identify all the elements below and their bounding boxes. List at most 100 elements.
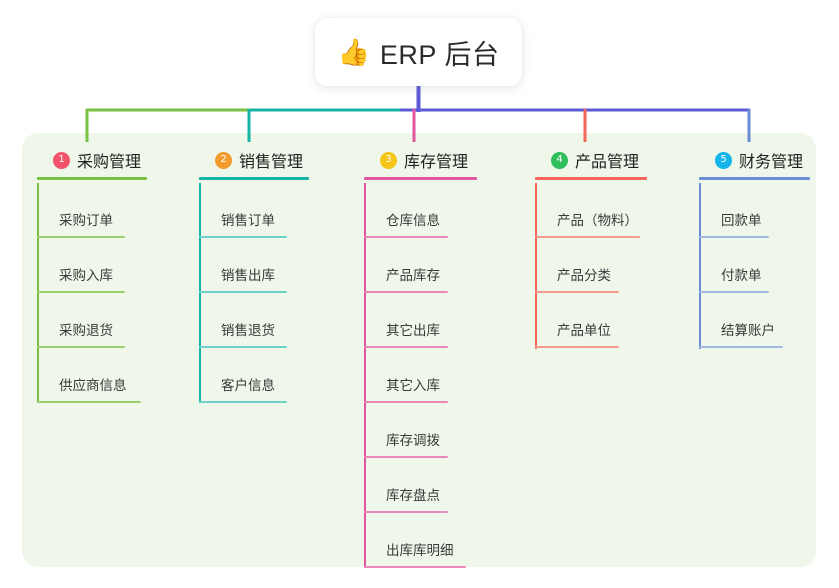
item-rule: [364, 401, 448, 403]
branch-badge-3: 3: [380, 151, 397, 169]
root-node-content: 👍 ERP 后台: [338, 33, 500, 72]
branch-rule-1: [37, 177, 147, 180]
item-label: 其它入库: [386, 378, 440, 393]
branch-title-2: 销售管理: [239, 154, 304, 171]
list-item[interactable]: 客户信息: [199, 348, 349, 403]
item-label: 出库库明细: [386, 543, 454, 558]
branch-spine-3: [364, 183, 366, 568]
branch-column-2: 2 销售管理 销售订单 销售出库 销售退货 客户信息: [199, 143, 349, 403]
item-rule: [199, 291, 287, 293]
item-rule: [535, 236, 640, 238]
item-rule: [364, 236, 448, 238]
branch-header-2[interactable]: 2 销售管理: [199, 143, 349, 177]
branch-rule-4: [535, 177, 647, 180]
branch-spine-5: [699, 183, 701, 349]
item-label: 库存调拨: [386, 433, 440, 448]
item-label: 销售订单: [221, 213, 275, 228]
item-rule: [699, 346, 783, 348]
item-label: 回款单: [721, 213, 762, 228]
item-label: 仓库信息: [386, 213, 440, 228]
root-node[interactable]: 👍 ERP 后台: [315, 18, 522, 86]
branch-rule-5: [699, 177, 810, 180]
branch-title-4: 产品管理: [575, 154, 640, 171]
item-rule: [37, 401, 141, 403]
list-item[interactable]: 出库库明细: [364, 513, 524, 568]
branch-badge-2: 2: [215, 151, 232, 169]
branch-title-1: 采购管理: [77, 154, 142, 171]
list-item[interactable]: 其它出库: [364, 293, 524, 348]
branch-items-2: 销售订单 销售出库 销售退货 客户信息: [199, 183, 349, 403]
branch-items-3: 仓库信息 产品库存 其它出库 其它入库 库存调拨 库存盘点: [364, 183, 524, 568]
item-rule: [37, 346, 125, 348]
item-label: 销售出库: [221, 268, 275, 283]
list-item[interactable]: 回款单: [699, 183, 839, 238]
branch-spine-1: [37, 183, 39, 403]
branch-badge-5: 5: [715, 151, 732, 169]
branch-title-5: 财务管理: [739, 154, 804, 171]
item-rule: [364, 511, 448, 513]
list-item[interactable]: 供应商信息: [37, 348, 187, 403]
item-rule: [199, 401, 287, 403]
branch-header-5[interactable]: 5 财务管理: [699, 143, 839, 177]
item-label: 其它出库: [386, 323, 440, 338]
item-label: 采购订单: [59, 213, 113, 228]
branch-column-1: 1 采购管理 采购订单 采购入库 采购退货 供应商信息: [37, 143, 187, 403]
item-label: 付款单: [721, 268, 762, 283]
list-item[interactable]: 库存调拨: [364, 403, 524, 458]
branch-column-4: 4 产品管理 产品（物料） 产品分类 产品单位: [535, 143, 705, 349]
list-item[interactable]: 销售退货: [199, 293, 349, 348]
branch-spine-4: [535, 183, 537, 349]
list-item[interactable]: 其它入库: [364, 348, 524, 403]
list-item[interactable]: 销售出库: [199, 238, 349, 293]
item-rule: [699, 291, 769, 293]
item-rule: [199, 346, 287, 348]
branch-column-3: 3 库存管理 仓库信息 产品库存 其它出库 其它入库 库存调拨: [364, 143, 524, 568]
list-item[interactable]: 付款单: [699, 238, 839, 293]
list-item[interactable]: 采购退货: [37, 293, 187, 348]
branch-items-1: 采购订单 采购入库 采购退货 供应商信息: [37, 183, 187, 403]
list-item[interactable]: 产品（物料）: [535, 183, 705, 238]
item-rule: [37, 236, 125, 238]
item-rule: [199, 236, 287, 238]
branch-header-4[interactable]: 4 产品管理: [535, 143, 705, 177]
item-label: 供应商信息: [59, 378, 127, 393]
branch-rule-3: [364, 177, 477, 180]
list-item[interactable]: 销售订单: [199, 183, 349, 238]
list-item[interactable]: 库存盘点: [364, 458, 524, 513]
branch-title-3: 库存管理: [404, 154, 469, 171]
branch-badge-4: 4: [551, 151, 568, 169]
branch-header-3[interactable]: 3 库存管理: [364, 143, 524, 177]
root-node-title: ERP 后台: [379, 39, 500, 70]
branch-items-4: 产品（物料） 产品分类 产品单位: [535, 183, 705, 349]
item-rule: [364, 346, 448, 348]
list-item[interactable]: 产品库存: [364, 238, 524, 293]
item-rule: [535, 291, 619, 293]
branch-badge-1: 1: [53, 151, 70, 169]
branch-rule-2: [199, 177, 309, 180]
item-label: 产品单位: [557, 323, 611, 338]
branch-spine-2: [199, 183, 201, 403]
list-item[interactable]: 采购订单: [37, 183, 187, 238]
item-label: 采购入库: [59, 268, 113, 283]
list-item[interactable]: 采购入库: [37, 238, 187, 293]
item-label: 销售退货: [221, 323, 275, 338]
item-label: 库存盘点: [386, 488, 440, 503]
list-item[interactable]: 产品单位: [535, 293, 705, 348]
item-label: 采购退货: [59, 323, 113, 338]
branch-header-1[interactable]: 1 采购管理: [37, 143, 187, 177]
branches-panel: [22, 133, 816, 567]
item-rule: [699, 236, 769, 238]
item-label: 产品库存: [386, 268, 440, 283]
list-item[interactable]: 仓库信息: [364, 183, 524, 238]
item-label: 客户信息: [221, 378, 275, 393]
item-rule: [535, 346, 619, 348]
item-rule: [364, 566, 466, 568]
list-item[interactable]: 产品分类: [535, 238, 705, 293]
item-rule: [364, 291, 448, 293]
list-item[interactable]: 结算账户: [699, 293, 839, 348]
branch-column-5: 5 财务管理 回款单 付款单 结算账户: [699, 143, 839, 349]
branch-items-5: 回款单 付款单 结算账户: [699, 183, 839, 349]
item-label: 产品分类: [557, 268, 611, 283]
